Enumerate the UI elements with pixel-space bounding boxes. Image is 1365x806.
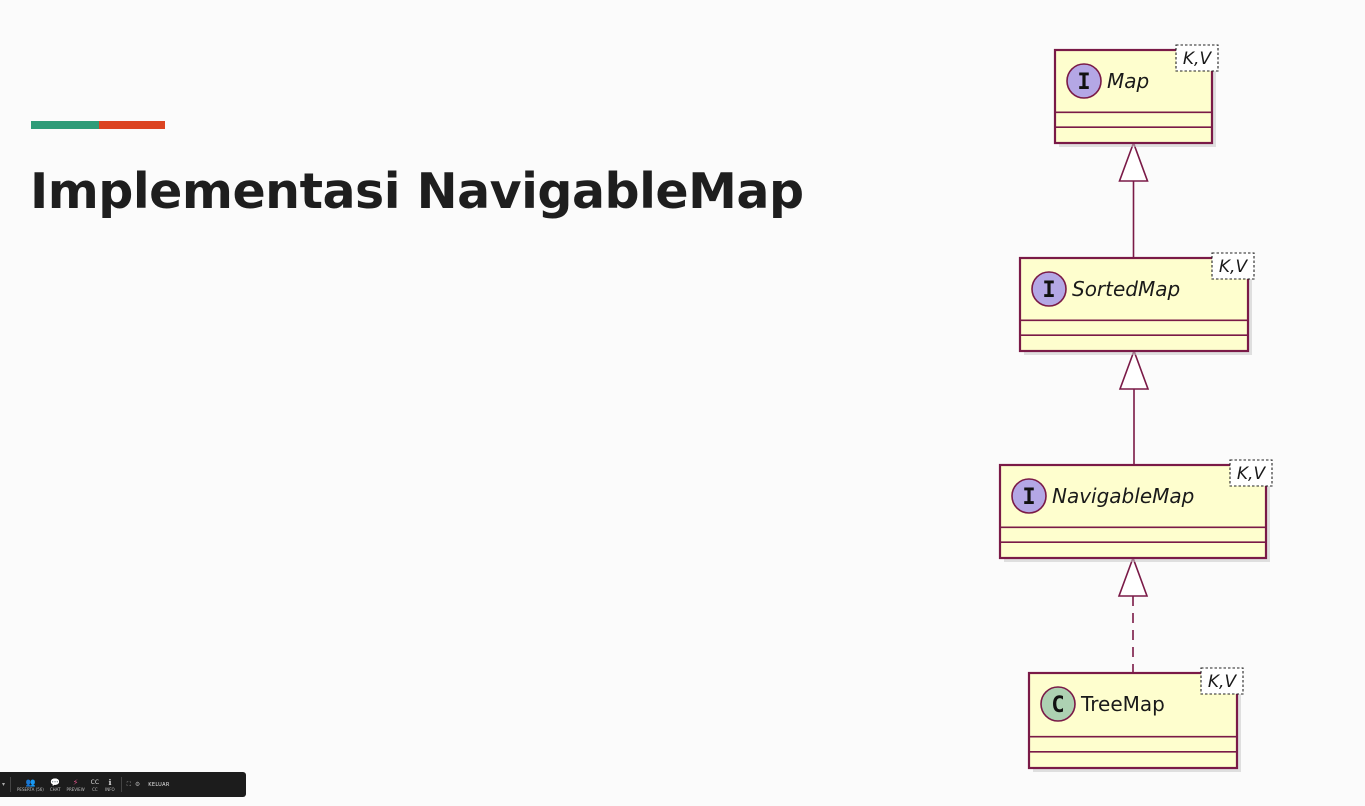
class-name: NavigableMap [1052,484,1194,508]
interface-badge-icon [1066,63,1102,99]
type-params-box [1175,44,1219,72]
sorted-map-class-box: I SortedMap K,V [1018,252,1255,355]
inheritance-arrowhead [1118,348,1150,390]
navigable-map-extends-sorted-map-arrow [1118,348,1150,465]
class-box [998,463,1268,560]
participants-label: PESERTA (56) [17,786,44,792]
reaction-icon: ⚡ [72,777,79,787]
toolbar-divider [120,777,122,792]
participants-button[interactable]: 👥 PESERTA (56) [14,772,47,797]
accent-bar-green [31,121,99,129]
type-params: K,V [1219,257,1249,277]
stereotype-letter: C [1051,693,1064,718]
info-label: INFO [105,786,115,792]
tree-map-implements-navigable-map-arrow [1117,555,1149,673]
reaction-label: PREVIEW [66,786,85,792]
interface-badge-icon [1031,271,1067,307]
type-params: K,V [1208,672,1238,692]
class-name: SortedMap [1072,277,1180,301]
type-params: K,V [1237,464,1267,484]
participants-icon: 👥 [25,777,36,787]
interface-badge-icon [1011,478,1047,514]
stereotype-letter: I [1077,70,1090,95]
type-params-box [1200,667,1244,695]
leave-button[interactable]: KELUAR [148,781,170,788]
cc-icon: CC [90,778,100,786]
class-name: TreeMap [1080,692,1165,716]
inheritance-arrowhead [1117,555,1149,597]
tree-map-class-box: C TreeMap K,V [1027,667,1244,772]
class-name: Map [1107,69,1149,93]
type-params: K,V [1183,49,1213,69]
menu-icon[interactable]: ▾ [2,781,6,788]
toolbar-divider [10,777,12,792]
type-params-box [1229,459,1273,487]
title-accent-bar [31,121,165,129]
reaction-button[interactable]: ⚡ PREVIEW [64,772,88,797]
info-button[interactable]: ℹ INFO [102,772,118,797]
accent-bar-red [99,121,165,129]
class-badge-icon [1040,686,1076,722]
settings-icon[interactable]: ⚙ [134,781,141,788]
type-params-box [1211,252,1255,280]
stereotype-letter: I [1042,278,1055,303]
chat-label: CHAT [49,786,61,792]
captions-button[interactable]: CC CC [88,772,102,797]
info-icon: ℹ [108,777,112,787]
sorted-map-extends-map-arrow [1118,140,1149,258]
map-class-box: I Map K,V [1053,44,1219,147]
slide-title: Implementasi NavigableMap [30,163,804,220]
chat-icon: 💬 [50,777,61,787]
navigable-map-class-box: I NavigableMap K,V [998,459,1273,562]
stereotype-letter: I [1022,485,1035,510]
chat-button[interactable]: 💬 CHAT [47,772,64,797]
meeting-toolbar: ▾ 👥 PESERTA (56) 💬 CHAT ⚡ PREVIEW CC CC … [0,772,246,797]
fullscreen-icon[interactable]: ⛶ [126,780,131,788]
inheritance-arrowhead [1118,140,1149,182]
captions-label: CC [92,786,98,792]
